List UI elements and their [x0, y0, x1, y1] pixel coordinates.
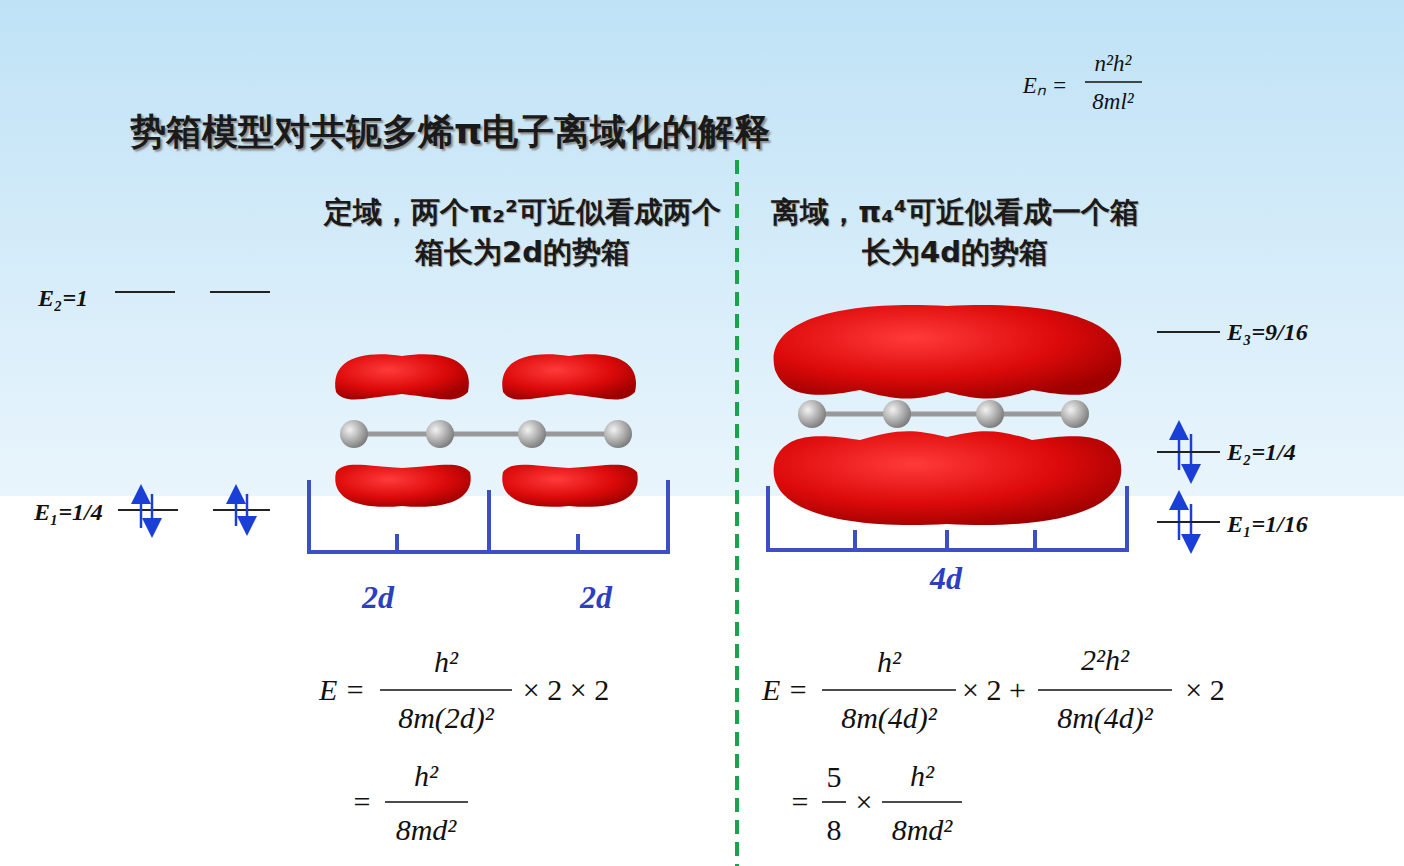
energy-levels-right — [1157, 332, 1220, 522]
formula-text: 8md² — [396, 813, 457, 847]
formula-text: 8m(4d)² — [1057, 701, 1153, 735]
box-length: 2d — [580, 579, 612, 616]
heading: 定域，两个π₂²可近似看成两个箱长为2d的势箱 — [320, 192, 725, 272]
energy-label: E₂=1/4 — [1227, 439, 1296, 466]
molecule-left — [340, 420, 632, 448]
energy-label: E₃=9/16 — [1227, 319, 1308, 346]
formula-text: × — [856, 785, 873, 819]
formula-text: 2²h² — [1081, 643, 1129, 677]
divider — [735, 160, 739, 866]
potential-box-left — [309, 480, 668, 552]
formula-text: h² — [910, 759, 934, 793]
formula-text: h² — [434, 645, 458, 679]
formula-text: h² — [877, 645, 901, 679]
energy-label: E₂=1 — [38, 285, 88, 312]
formula-text: 8ml² — [1092, 89, 1133, 115]
molecule-right — [798, 400, 1089, 428]
box-length: 2d — [362, 579, 394, 616]
formula-text: 5 — [827, 760, 842, 794]
formula-text: 8 — [827, 813, 842, 847]
title: 势箱模型对共轭多烯π电子离域化的解释 — [130, 108, 770, 157]
background — [0, 0, 1404, 496]
energy-label: E₁=1/4 — [34, 499, 103, 526]
formula-text: E = — [762, 673, 808, 707]
heading: 离域，π₄⁴可近似看成一个箱长为4d的势箱 — [770, 192, 1140, 272]
localized-orbitals — [335, 354, 638, 506]
formula-text: 8m(2d)² — [398, 701, 494, 735]
formula-text: × 2 — [1185, 673, 1224, 707]
formula-text: 8md² — [892, 813, 953, 847]
formula-text: × 2 × 2 — [523, 673, 609, 707]
energy-label: E₁=1/16 — [1227, 511, 1308, 538]
formula-text: n²h² — [1095, 51, 1132, 77]
potential-box-right — [768, 486, 1127, 550]
delocalized-orbital — [774, 305, 1122, 525]
formula-text: Eₙ = — [1023, 68, 1067, 100]
box-length: 4d — [930, 560, 962, 597]
formula-text: E = — [319, 673, 365, 707]
formula-text: = — [354, 785, 371, 819]
energy-levels-left — [115, 292, 270, 510]
formula-text: = — [792, 785, 809, 819]
formula-text: h² — [414, 759, 438, 793]
formula-text: × 2 + — [962, 673, 1026, 707]
fraction-bars — [380, 82, 1172, 802]
formula-text: 8m(4d)² — [841, 701, 937, 735]
